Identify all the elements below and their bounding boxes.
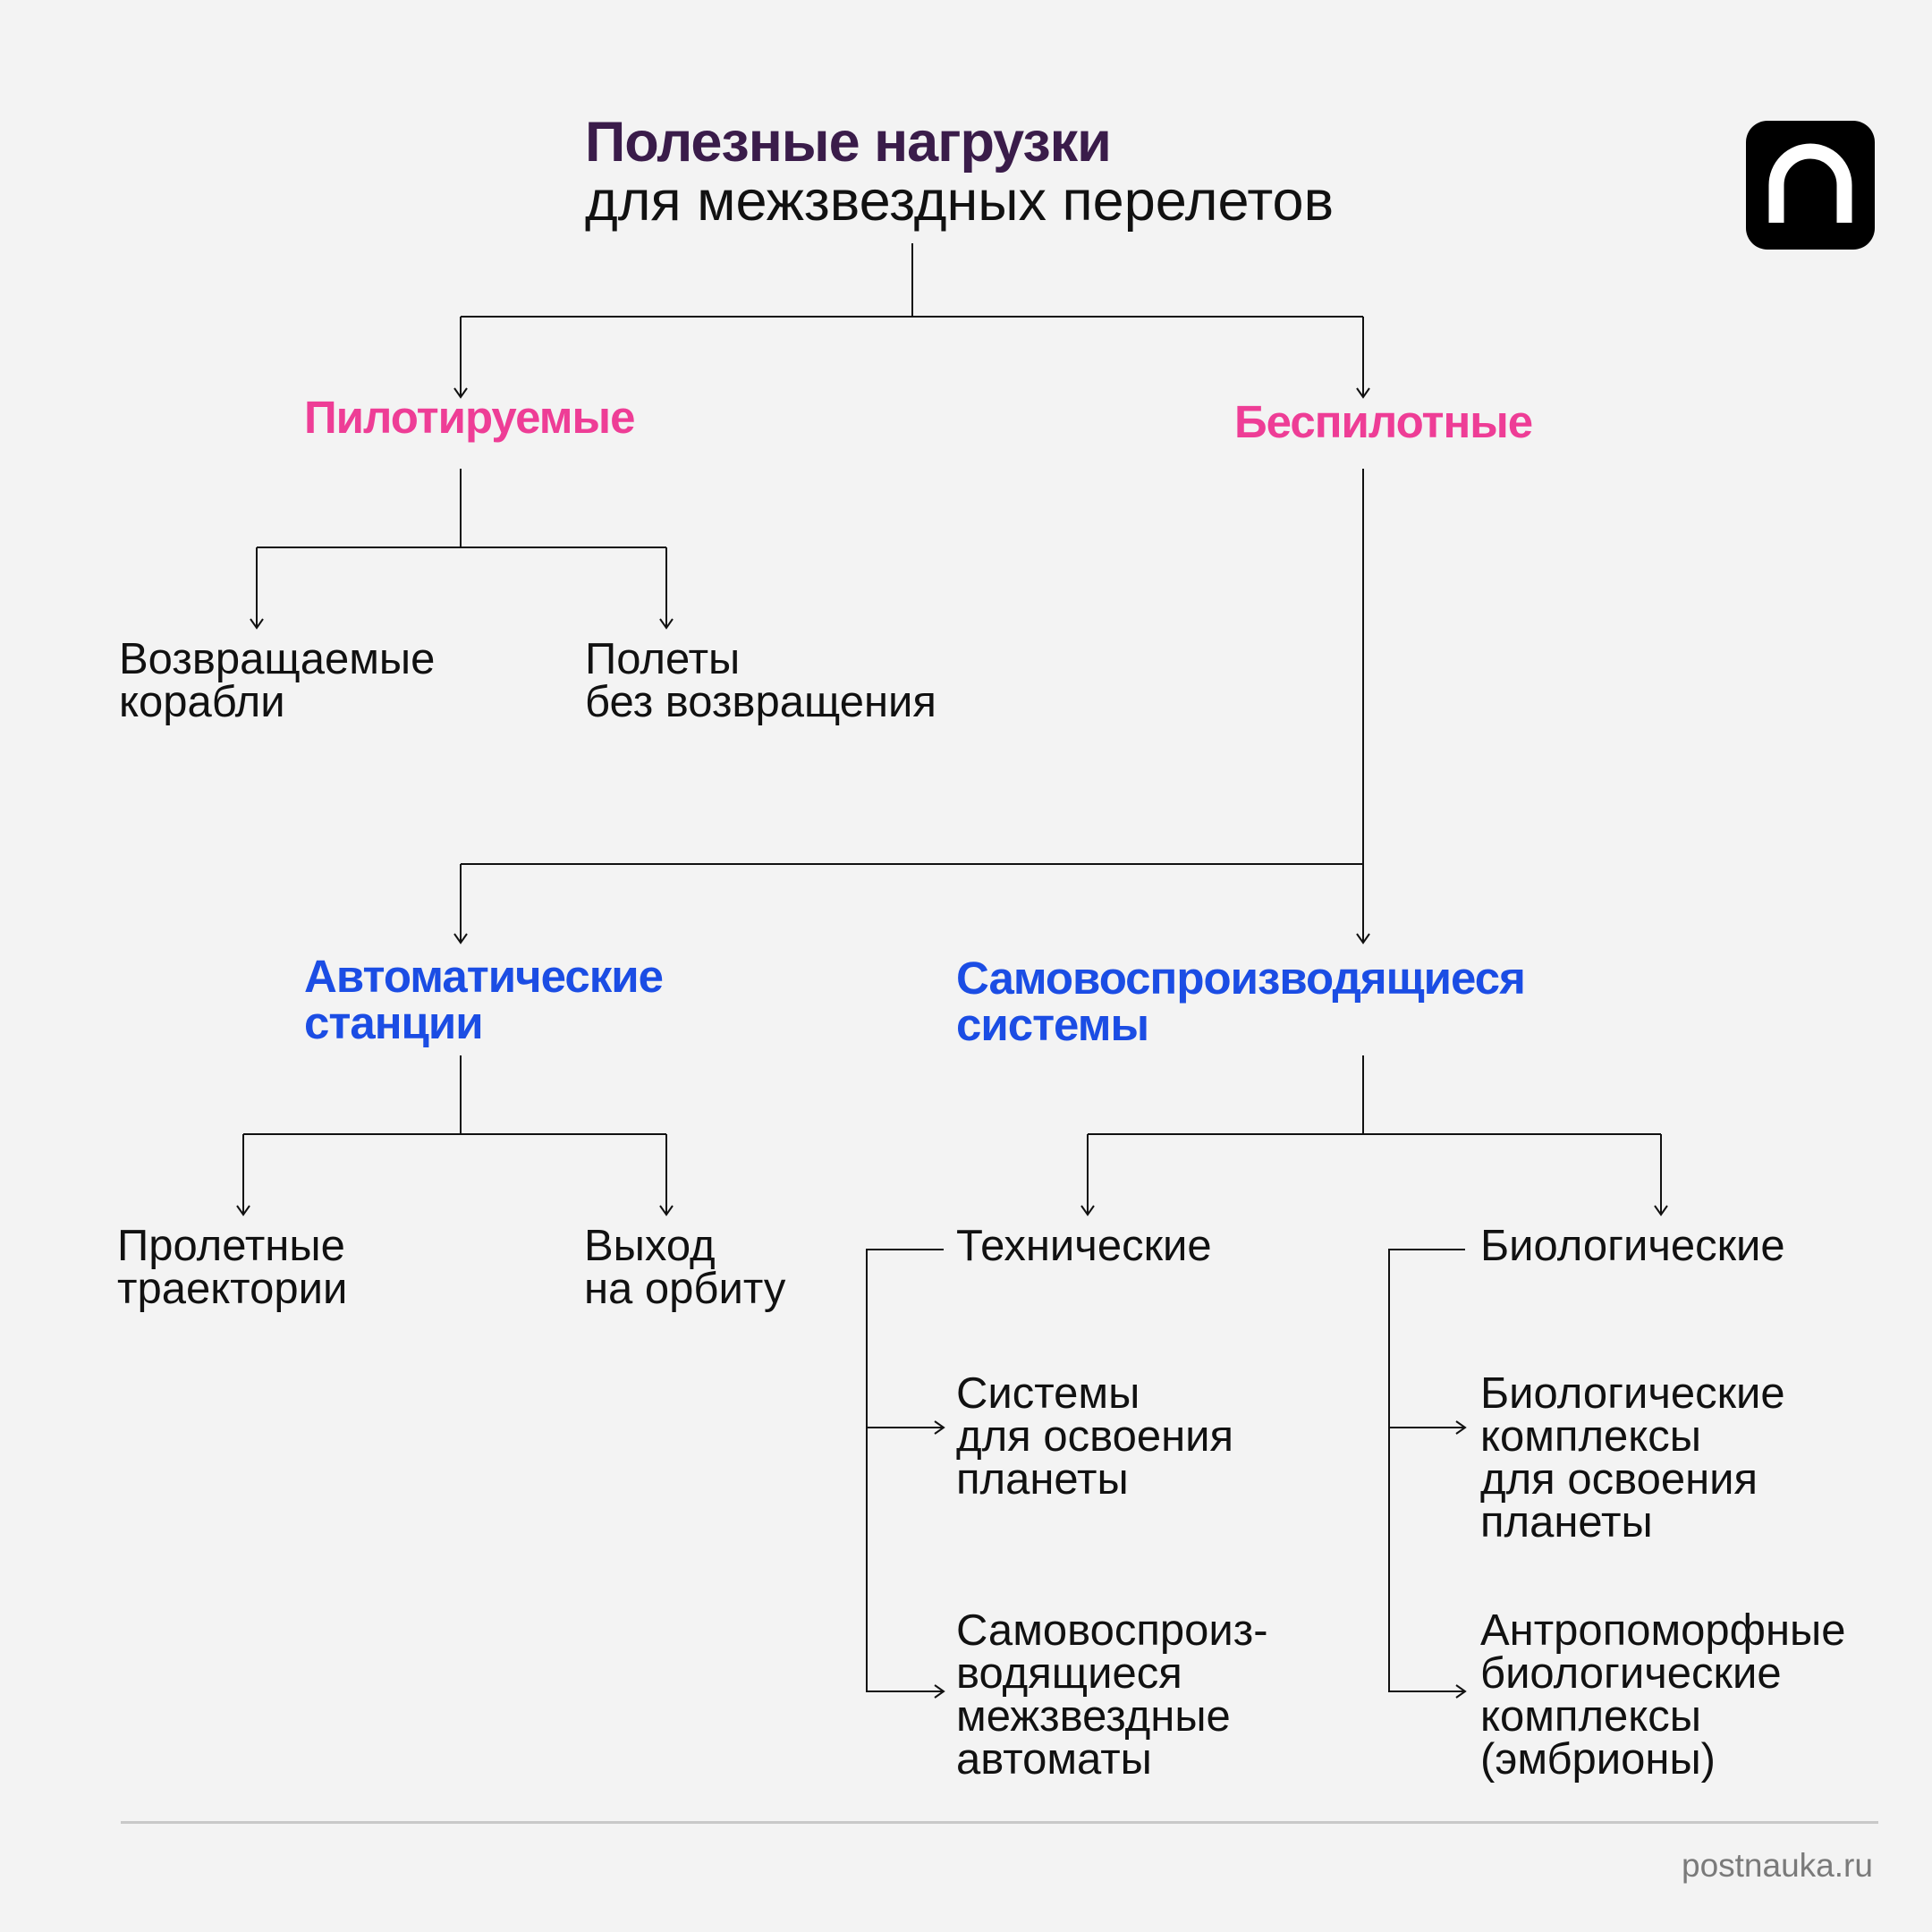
category-piloted: Пилотируемые [304,392,635,443]
node-no-return-flights: Полеты без возвращения [585,635,936,726]
footer-divider [121,1821,1878,1824]
node-technical: Технические [956,1222,1212,1270]
node-returnable-ships: Возвращаемые корабли [119,635,436,726]
node-biological: Биологические [1480,1222,1785,1270]
postnauka-logo-icon [1746,121,1875,250]
node-biological-complexes: Биологические комплексы для освоения пла… [1480,1369,1785,1546]
node-planet-development-systems: Системы для освоения планеты [956,1369,1234,1504]
node-anthropomorphic-complexes: Антропоморфные биологические комплексы (… [1480,1606,1846,1784]
node-flyby-trajectories: Пролетные траектории [117,1222,348,1313]
diagram-subtitle: для межзвездных перелетов [585,170,1335,233]
category-unmanned: Беспилотные [1234,396,1533,447]
diagram-title: Полезные нагрузки [585,111,1112,174]
footer-site-link[interactable]: postnauka.ru [1682,1847,1873,1884]
category-self-replicating: Самовоспроизводящиеся системы [956,953,1526,1050]
node-orbit-insertion: Выход на орбиту [584,1222,786,1313]
category-automatic-stations: Автоматические станции [304,951,664,1048]
node-interstellar-automata: Самовоспроиз- водящиеся межзвездные авто… [956,1606,1268,1784]
